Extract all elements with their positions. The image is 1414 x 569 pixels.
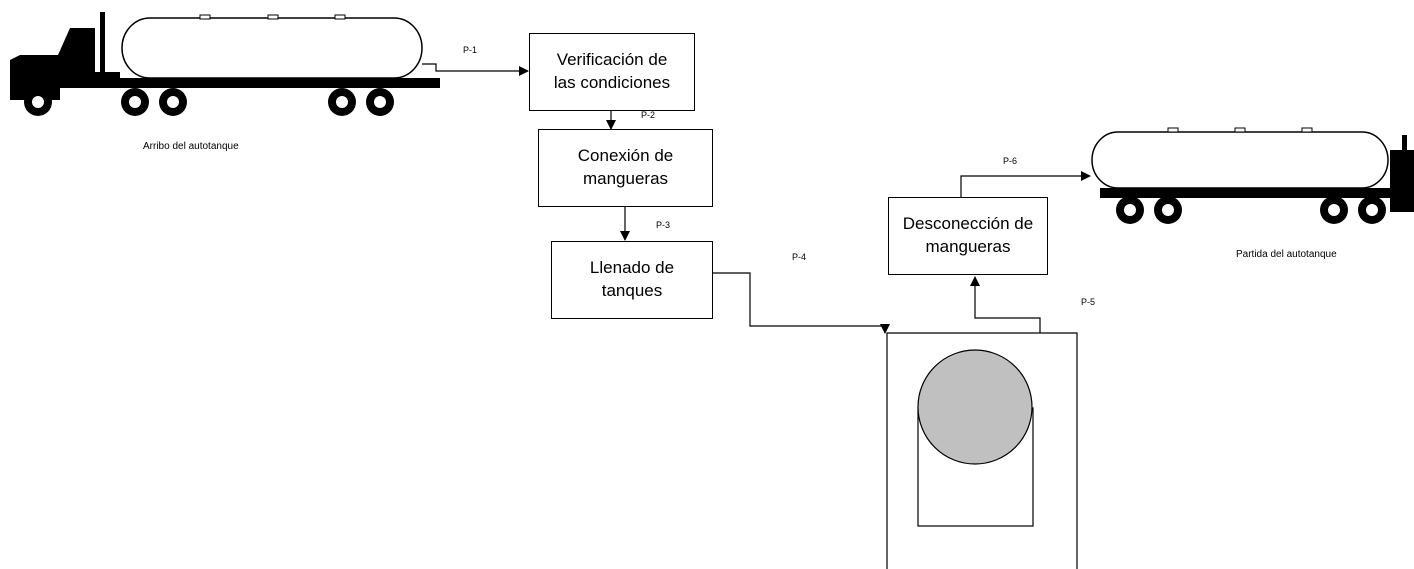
stream-label-p6: P-6 xyxy=(1003,156,1018,166)
stream-lines xyxy=(422,63,1091,334)
stream-label-p4: P-4 xyxy=(792,252,807,262)
stream-p4 xyxy=(713,272,890,334)
stream-p1 xyxy=(422,63,529,76)
stream-p6 xyxy=(960,171,1091,197)
stream-p5 xyxy=(970,276,1041,333)
departure-truck-icon xyxy=(1091,127,1414,224)
stream-label-p5: P-5 xyxy=(1081,297,1096,307)
step-fill-tanks: Llenado de tanques xyxy=(551,241,713,319)
stream-label-p1: P-1 xyxy=(463,45,478,55)
step-disconnect-hoses: Desconección de mangueras xyxy=(888,197,1048,275)
storage-tank-icon xyxy=(886,332,1078,569)
stream-label-p3: P-3 xyxy=(656,220,671,230)
step-verify-conditions: Verificación de las condiciones xyxy=(529,33,695,111)
departure-caption: Partida del autotanque xyxy=(1236,249,1337,260)
arrival-caption: Arribo del autotanque xyxy=(143,141,239,152)
step-connect-hoses: Conexión de mangueras xyxy=(538,129,713,207)
arrival-truck-icon xyxy=(10,12,440,116)
stream-label-p2: P-2 xyxy=(641,110,656,120)
